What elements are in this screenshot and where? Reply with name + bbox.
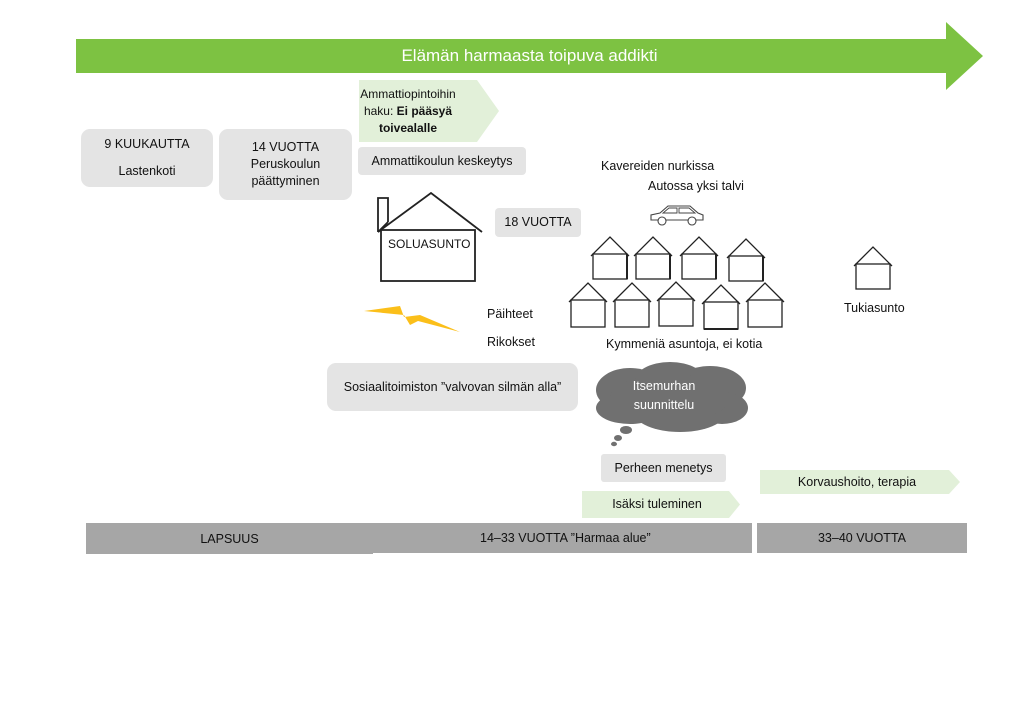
house-icon xyxy=(853,246,893,290)
house-icon xyxy=(701,284,741,330)
eighteen-years-box: 18 VUOTTA xyxy=(495,208,581,237)
crimes-label: Rikokset xyxy=(487,335,535,349)
thought-cloud-icon: Itsemurhan suunnittelu xyxy=(590,360,755,453)
drugs-label: Päihteet xyxy=(487,307,533,321)
dropout-label: Ammattikoulun keskeytys xyxy=(371,153,513,168)
title-arrow: Elämän harmaasta toipuva addikti xyxy=(76,22,983,90)
car-shape xyxy=(650,205,704,226)
nine-months-box: 9 KUUKAUTTA Lastenkoti xyxy=(81,129,213,187)
vocational-search-line1: Ammattiopintoihin xyxy=(360,87,456,101)
soluasunto-house-shape xyxy=(377,192,483,282)
eighteen-years-label: 18 VUOTTA xyxy=(504,215,572,229)
car-winter-label: Autossa yksi talvi xyxy=(648,179,744,193)
therapy-label: Korvaushoito, terapia xyxy=(797,475,917,489)
dropout-box: Ammattikoulun keskeytys xyxy=(358,147,526,175)
vocational-search-text: Ammattiopintoihin haku: Ei pääsyä toivea… xyxy=(359,86,457,137)
house-icon xyxy=(726,238,766,282)
house-icon xyxy=(590,236,630,280)
house-icon xyxy=(374,192,484,284)
comprehensive-school-label: Peruskoulun xyxy=(250,157,321,171)
timeline-gray-area: 14–33 VUOTTA ”Harmaa alue” xyxy=(373,523,752,553)
family-loss-label: Perheen menetys xyxy=(614,460,713,475)
thought-cloud-shape xyxy=(596,362,748,447)
suicide-line1: Itsemurhan xyxy=(632,379,696,393)
social-office-label: Sosiaalitoimiston ”valvovan silmän alla” xyxy=(343,379,562,394)
nine-months-label: 9 KUUKAUTTA xyxy=(104,137,190,151)
house-icon xyxy=(568,282,608,328)
timeline-childhood: LAPSUUS xyxy=(86,523,373,554)
family-loss-box: Perheen menetys xyxy=(601,454,726,482)
becoming-father-arrow: Isäksi tuleminen xyxy=(582,491,740,518)
vocational-search-shape xyxy=(359,80,499,142)
soluasunto-label: SOLUASUNTO xyxy=(388,237,471,251)
house-icon xyxy=(679,236,719,280)
vocational-search-arrow: Ammattiopintoihin haku: Ei pääsyä toivea… xyxy=(359,80,499,142)
timeline-recovery-label: 33–40 VUOTTA xyxy=(817,531,906,545)
lightning-shape xyxy=(364,306,460,332)
therapy-shape xyxy=(760,470,960,494)
support-housing-label: Tukiasunto xyxy=(844,301,905,315)
timeline-recovery: 33–40 VUOTTA xyxy=(757,523,967,553)
house-icon xyxy=(745,282,785,328)
vocational-search-line2: haku: Ei pääsyä xyxy=(359,103,457,120)
house-icon xyxy=(633,236,673,280)
suicide-text: Itsemurhan suunnittelu xyxy=(604,377,724,415)
vocational-search-line3: toivealalle xyxy=(378,121,438,135)
therapy-arrow: Korvaushoito, terapia xyxy=(760,470,960,494)
timeline-childhood-label: LAPSUUS xyxy=(200,531,259,546)
fourteen-years-box: 14 VUOTTA Peruskoulun päättyminen xyxy=(219,129,352,200)
social-office-box: Sosiaalitoimiston ”valvovan silmän alla” xyxy=(327,363,578,411)
car-icon xyxy=(648,202,706,233)
ending-label: päättyminen xyxy=(251,174,320,188)
apartments-label: Kymmeniä asuntoja, ei kotia xyxy=(606,337,763,351)
becoming-father-shape xyxy=(582,491,740,518)
vocational-search-prefix: haku: xyxy=(363,104,397,118)
lightning-icon xyxy=(364,304,462,339)
friends-label: Kavereiden nurkissa xyxy=(601,159,715,173)
title-arrow-shape xyxy=(76,22,983,90)
suicide-line2: suunnittelu xyxy=(633,398,695,412)
house-icon xyxy=(612,282,652,328)
vocational-search-no-access: Ei pääsyä xyxy=(396,104,453,118)
becoming-father-label: Isäksi tuleminen xyxy=(612,497,702,511)
timeline-gray-area-label: 14–33 VUOTTA ”Harmaa alue” xyxy=(480,531,651,545)
house-icon xyxy=(656,281,696,327)
childrens-home-label: Lastenkoti xyxy=(118,164,176,178)
page-title: Elämän harmaasta toipuva addikti xyxy=(401,46,658,65)
fourteen-years-label: 14 VUOTTA xyxy=(251,140,320,154)
